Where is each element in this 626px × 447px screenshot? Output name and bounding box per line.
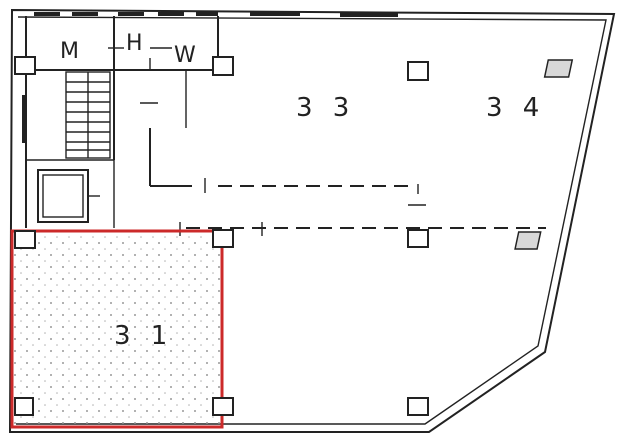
- label-m: M: [60, 39, 79, 64]
- label-w: W: [174, 43, 196, 68]
- building-outline: [8, 8, 616, 433]
- stair: [65, 71, 111, 159]
- label-unit-31[interactable]: 3 1: [114, 321, 173, 351]
- corridor-partitions: [179, 184, 546, 236]
- label-h: H: [126, 31, 143, 56]
- unit-31-area[interactable]: [10, 229, 224, 429]
- label-unit-34: 3 4: [486, 93, 545, 123]
- elevator: [37, 169, 100, 223]
- left-window: [22, 95, 27, 143]
- label-unit-33: 3 3: [296, 93, 355, 123]
- columns: [14, 56, 574, 416]
- core-walls: [25, 16, 219, 228]
- top-windows: [34, 12, 398, 17]
